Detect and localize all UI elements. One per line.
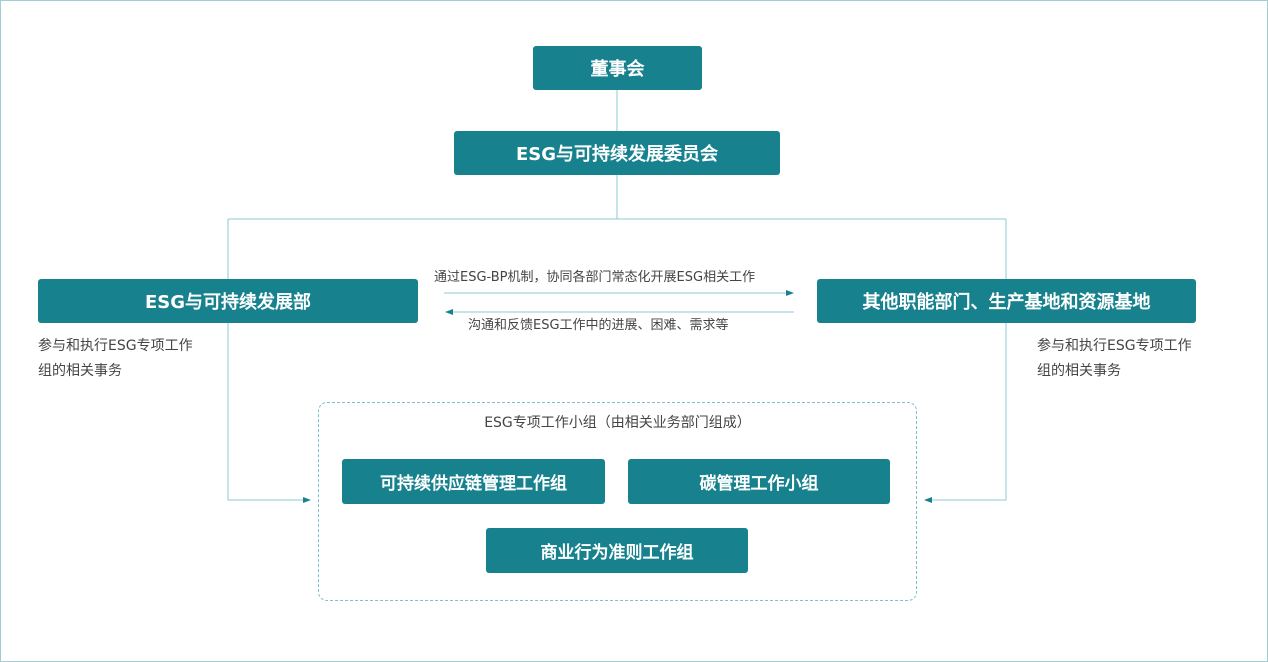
board-box: 董事会 <box>533 46 702 90</box>
carbon-group-box: 碳管理工作小组 <box>628 459 890 504</box>
flow-left-label: 沟通和反馈ESG工作中的进展、困难、需求等 <box>468 318 729 333</box>
esg-dept-desc: 参与和执行ESG专项工作组的相关事务 <box>38 338 193 379</box>
committee-box: ESG与可持续发展委员会 <box>454 131 780 175</box>
other-depts-box: 其他职能部门、生产基地和资源基地 <box>817 279 1196 323</box>
right-to-group-arrow <box>924 323 1007 503</box>
flow-right-label: 通过ESG-BP机制，协同各部门常态化开展ESG相关工作 <box>434 270 756 285</box>
business-conduct-group-box: 商业行为准则工作组 <box>486 528 748 573</box>
working-group-container <box>318 402 917 601</box>
left-to-group-arrow <box>227 323 311 503</box>
other-depts-desc: 参与和执行ESG专项工作组的相关事务 <box>1037 338 1192 379</box>
supply-chain-group-box: 可持续供应链管理工作组 <box>342 459 605 504</box>
working-group-title: ESG专项工作小组（由相关业务部门组成） <box>484 415 751 431</box>
esg-dept-box: ESG与可持续发展部 <box>38 279 418 323</box>
